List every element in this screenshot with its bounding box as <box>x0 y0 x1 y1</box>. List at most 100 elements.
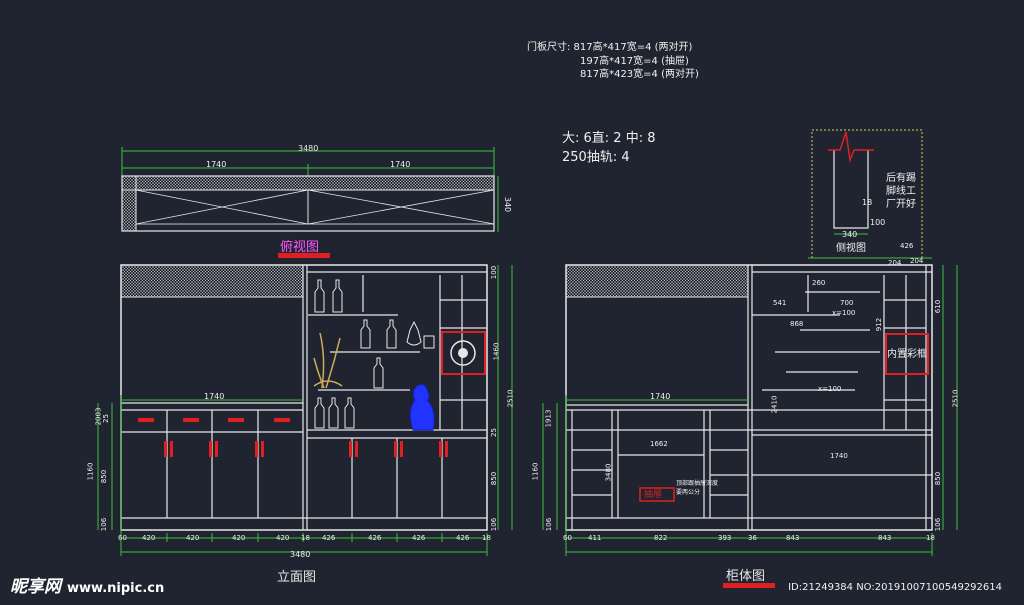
elev-dim-b10: 18 <box>482 534 491 542</box>
elev-dim-r0: 100 <box>490 265 499 280</box>
side-view-dim-340: 340 <box>842 230 858 239</box>
top-view <box>121 147 499 258</box>
elev-dim-b4: 420 <box>276 534 290 542</box>
top-view-width-left: 1740 <box>206 160 227 169</box>
cab-dim-b7: 18 <box>926 534 935 542</box>
elev-dim-r2: 2510 <box>506 389 515 408</box>
top-view-dimensions <box>121 147 499 232</box>
cab-dim-t1: 204 <box>888 259 902 267</box>
watermark: 昵享网 www.nipic.cn <box>10 572 164 597</box>
elev-dim-b5: 18 <box>301 534 310 542</box>
cab-drawer-note: 顶部跟抽屉深度 要两公分 <box>676 480 719 496</box>
cab-label-700: 700 <box>840 299 854 307</box>
cab-label-912: 912 <box>875 317 884 332</box>
elevation-structure <box>121 265 487 530</box>
elev-dim-b9: 426 <box>456 534 470 542</box>
cabinet-mesh-top <box>565 264 749 298</box>
cabinet-width-1740: 1740 <box>650 392 671 401</box>
elev-dim-b0: 60 <box>118 534 127 542</box>
elevation-total-width: 3480 <box>290 550 311 559</box>
top-view-title: 俯视图 <box>280 240 320 255</box>
elev-dim-b2: 420 <box>186 534 200 542</box>
elev-dim-b6: 426 <box>322 534 336 542</box>
cabinet-frame <box>565 264 933 531</box>
decor-plate-icon <box>450 340 476 366</box>
cab-dim-b2: 822 <box>654 534 668 542</box>
door-handles <box>164 441 448 457</box>
cab-label-color-frame: 内置彩框 <box>887 349 927 360</box>
top-view-doors <box>135 189 495 225</box>
cabinet-dimensions <box>542 257 958 556</box>
elevation-title: 立面图 <box>277 570 317 585</box>
cab-label-x100-b: x=100 <box>818 385 842 393</box>
cab-dim-t0: 426 <box>900 242 914 250</box>
decor-figure-icon <box>409 384 435 431</box>
counts-note-1: 大: 6直: 2 中: 8 <box>562 131 656 146</box>
cabinet-title-underline <box>723 583 775 588</box>
drawer-handles <box>138 418 290 422</box>
watermark-brand: 昵享网 <box>10 577 61 597</box>
elev-dim-b7: 426 <box>368 534 382 542</box>
decor-plate-center <box>458 348 468 358</box>
elev-dim-l4: 106 <box>100 517 109 532</box>
cab-dim-l0: 1913 <box>544 409 553 428</box>
elev-dim-b8: 426 <box>412 534 426 542</box>
cab-label-1740: 1740 <box>830 452 848 460</box>
cab-drawer-label: 抽屉 <box>644 490 663 500</box>
counts-note-2: 250抽轨: 4 <box>562 150 630 165</box>
cab-label-3480: 3480 <box>604 463 613 482</box>
image-id-text: ID:21249384 NO:20191007100549292614 <box>788 582 1002 593</box>
cabinet-structure <box>566 265 932 530</box>
elev-dim-b1: 420 <box>142 534 156 542</box>
elevation-width-1740: 1740 <box>204 392 225 401</box>
side-view-dim-18: 18 <box>862 198 873 207</box>
cabinet-color-frame <box>885 333 929 375</box>
elev-dim-b3: 420 <box>232 534 246 542</box>
cab-dim-r1: 2510 <box>951 389 960 408</box>
elevation-view <box>97 264 513 556</box>
elevation-dimensions <box>97 265 513 556</box>
cab-dim-b0: 60 <box>563 534 572 542</box>
elevation-frame <box>120 264 488 531</box>
elev-dim-r5: 106 <box>490 517 499 532</box>
cab-label-2410: 2410 <box>770 395 779 414</box>
drawer-marker-box <box>639 487 675 502</box>
cab-dim-l1: 1160 <box>531 462 540 481</box>
cab-dim-r0: 610 <box>934 299 943 314</box>
elev-dim-r1: 1460 <box>492 342 501 361</box>
cab-label-1662: 1662 <box>650 440 668 448</box>
top-view-mesh-strip <box>121 175 495 191</box>
watermark-url: www.nipic.cn <box>67 581 165 596</box>
top-view-mesh-side <box>121 175 137 232</box>
top-view-title-underline <box>278 253 330 258</box>
cab-dim-l2: 106 <box>545 517 554 532</box>
bottle-icons <box>314 279 435 429</box>
elev-dim-l3: 850 <box>100 469 109 484</box>
cab-label-868: 868 <box>790 320 804 328</box>
cab-dim-b3: 393 <box>718 534 732 542</box>
top-view-width-right: 1740 <box>390 160 411 169</box>
elev-dim-r4: 850 <box>490 471 499 486</box>
cab-label-541: 541 <box>773 299 787 307</box>
side-view-title: 侧视图 <box>836 243 866 254</box>
side-view-dim-100: 100 <box>870 218 886 227</box>
cab-dim-r2: 850 <box>934 471 943 486</box>
elevation-color-frame <box>441 331 486 375</box>
side-view-note: 后有踢 脚线工 厂开好 <box>886 173 916 210</box>
plant-decoration-icon <box>313 332 343 389</box>
cab-label-x100-a: x=100 <box>832 309 856 317</box>
cab-dim-r3: 106 <box>934 517 943 532</box>
top-view-depth: 340 <box>503 196 513 213</box>
elev-dim-l2: 1160 <box>86 462 95 481</box>
elev-dim-r3: 25 <box>489 428 498 437</box>
elev-dim-l1: 25 <box>101 414 110 423</box>
cabinet-body-title: 柜体图 <box>726 569 766 584</box>
cab-dim-b1: 411 <box>588 534 602 542</box>
cab-dim-t3: 260 <box>812 279 826 287</box>
cab-dim-t2: 204 <box>910 257 924 265</box>
side-view-profile <box>833 150 869 229</box>
cab-dim-b6: 843 <box>878 534 892 542</box>
top-view-total-width: 3480 <box>298 144 319 153</box>
